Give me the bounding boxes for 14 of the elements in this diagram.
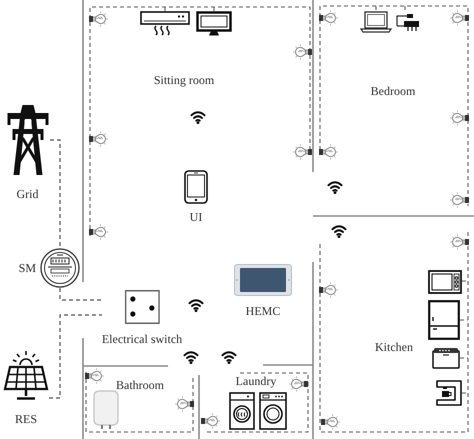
device-label: RES	[14, 412, 37, 426]
device-label: Electrical switch	[102, 332, 182, 346]
room-label: Sitting room	[154, 73, 214, 87]
device-label: UI	[190, 210, 202, 224]
connector-line	[49, 314, 102, 399]
device-label: HEMC	[246, 304, 280, 318]
device-label: Grid	[16, 187, 38, 201]
connector-line	[50, 139, 61, 248]
device-label: SM	[18, 261, 36, 275]
room-label: Laundry	[236, 374, 276, 388]
room-label: Bedroom	[370, 84, 416, 98]
room-label: Kitchen	[375, 340, 413, 354]
connector-line	[59, 288, 102, 301]
room-label: Bathroom	[116, 378, 164, 392]
